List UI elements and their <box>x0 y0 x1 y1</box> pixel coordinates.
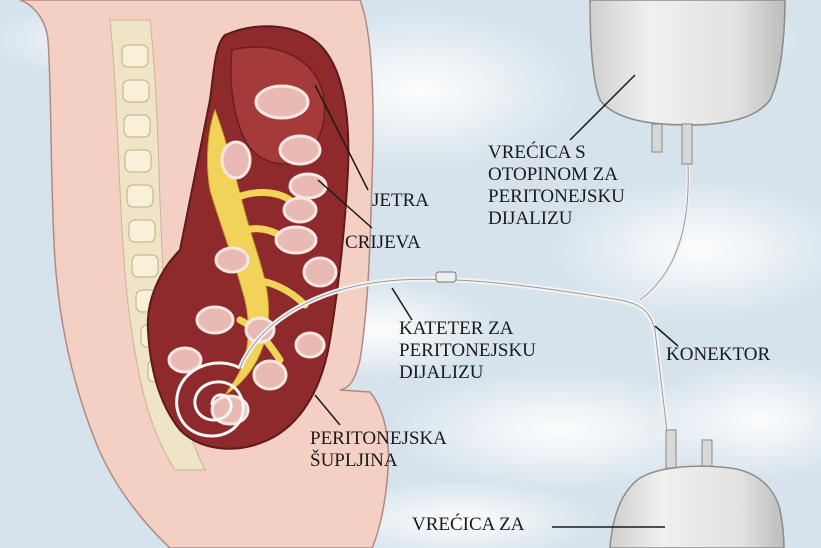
label-konektor: KONEKTOR <box>666 344 770 366</box>
label-jetra: JETRA <box>372 190 429 212</box>
label-bag-top-line3: PERITONEJSKU <box>488 186 625 208</box>
label-supljina-line1: PERITONEJSKA <box>310 428 447 450</box>
label-bag-top: VREĆICA S OTOPINOM ZA PERITONEJSKU DIJAL… <box>488 142 625 230</box>
label-supljina: PERITONEJSKA ŠUPLJINA <box>310 428 447 472</box>
label-bag-bottom: VREĆICA ZA <box>412 514 524 536</box>
label-kateter-line3: DIJALIZU <box>399 362 536 384</box>
label-bag-top-line2: OTOPINOM ZA <box>488 164 625 186</box>
label-kateter-line1: KATETER ZA <box>399 318 536 340</box>
label-bag-top-line1: VREĆICA S <box>488 142 625 164</box>
label-bag-top-line4: DIJALIZU <box>488 208 625 230</box>
label-crijeva: CRIJEVA <box>345 232 421 254</box>
label-supljina-line2: ŠUPLJINA <box>310 450 447 472</box>
connector-fitting <box>436 272 456 282</box>
label-kateter-line2: PERITONEJSKU <box>399 340 536 362</box>
label-kateter: KATETER ZA PERITONEJSKU DIJALIZU <box>399 318 536 384</box>
